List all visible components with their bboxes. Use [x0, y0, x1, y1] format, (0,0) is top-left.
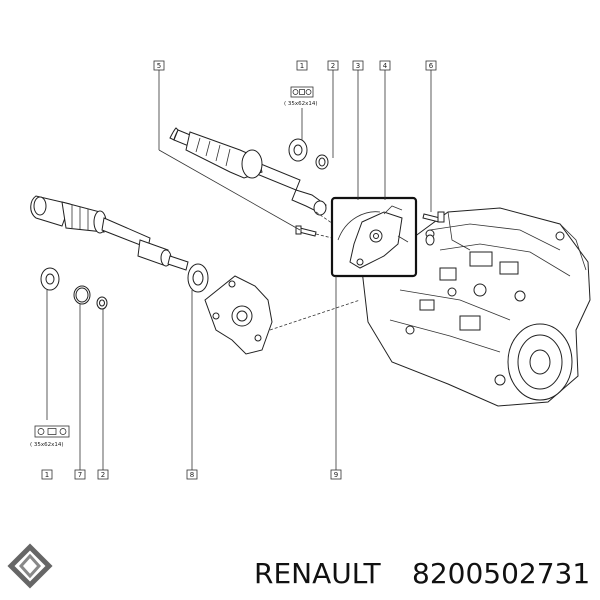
callout-3: 3	[352, 60, 364, 71]
svg-text:6: 6	[429, 62, 434, 70]
highlighted-bracket-box	[330, 196, 418, 278]
bolt-part-6	[422, 211, 445, 246]
leader-lines	[46, 69, 432, 470]
callout-6: 6	[425, 60, 437, 71]
bolt-part-5	[295, 225, 317, 237]
svg-text:9: 9	[334, 471, 338, 479]
bearing-part-8	[187, 263, 209, 293]
svg-text:1: 1	[300, 62, 304, 70]
svg-text:5: 5	[157, 62, 161, 70]
callout-4: 4	[379, 60, 391, 71]
callout-7: 7	[74, 469, 86, 480]
callout-2-bottom: 2	[97, 469, 109, 480]
callout-9: 9	[330, 469, 342, 480]
spec-label-top: ( 35x62x14)	[284, 86, 318, 107]
svg-text:( 35x62x14): ( 35x62x14)	[284, 101, 318, 107]
callout-1-bottom: 1	[41, 469, 53, 480]
callout-2-top: 2	[327, 60, 339, 71]
renault-diamond-logo	[7, 543, 53, 589]
svg-text:8: 8	[190, 471, 194, 479]
svg-text:7: 7	[78, 471, 82, 479]
spec-label-bottom: ( 35x62x14)	[30, 425, 70, 448]
callout-8: 8	[186, 469, 198, 480]
upper-drive-shaft	[169, 127, 329, 216]
svg-text:2: 2	[331, 62, 335, 70]
lower-small-parts	[40, 267, 108, 310]
callout-1-top: 1	[296, 60, 308, 71]
bearing-symbol-icon	[292, 89, 312, 95]
callout-5: 5	[153, 60, 165, 71]
brand-name: RENAULT	[254, 557, 381, 590]
svg-text:4: 4	[383, 62, 388, 70]
bearing-bracket	[204, 275, 273, 355]
gearbox-housing	[361, 207, 591, 407]
part-number: 8200502731	[412, 557, 590, 590]
svg-text:1: 1	[45, 471, 49, 479]
svg-text:3: 3	[356, 62, 360, 70]
svg-text:2: 2	[101, 471, 105, 479]
bearing-symbol-icon	[37, 428, 67, 435]
svg-text:( 35x62x14): ( 35x62x14)	[30, 442, 64, 448]
lower-drive-shaft	[30, 195, 189, 271]
